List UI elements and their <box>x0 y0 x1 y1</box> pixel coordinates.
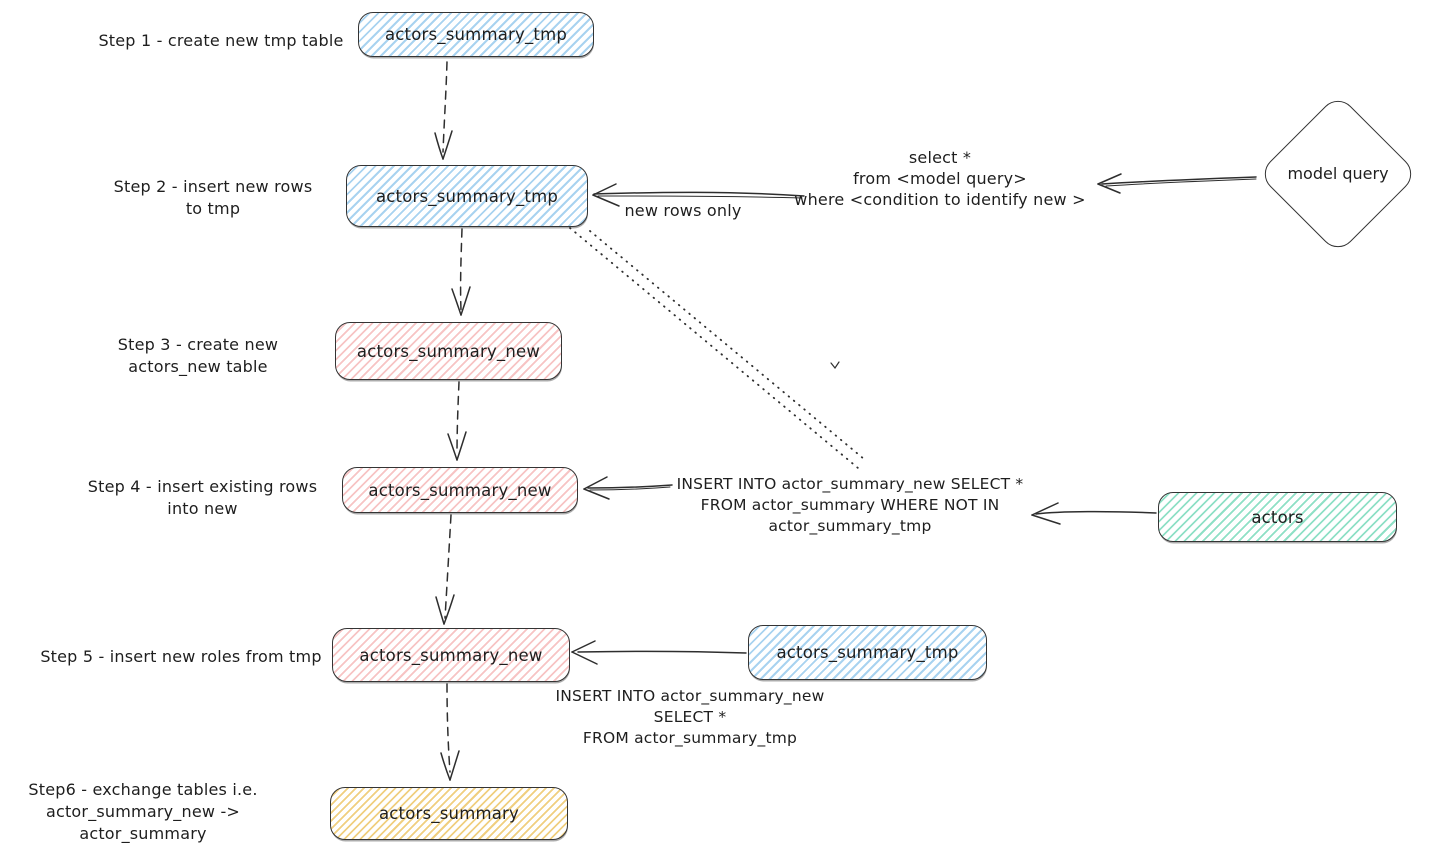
step2-label: Step 2 - insert new rows to tmp <box>113 177 313 218</box>
step5-label: Step 5 - insert new roles from tmp <box>40 647 322 666</box>
dashed-arrow-step5-to-step6 <box>440 683 460 781</box>
node-label: actors_summary_new <box>359 645 543 665</box>
model-query-label: model query <box>1287 164 1389 183</box>
node-actors-summary-tmp-step2: actors_summary_tmp <box>346 165 588 227</box>
node-actors-summary-tmp-step1: actors_summary_tmp <box>358 12 594 57</box>
node-actors-source: actors <box>1158 492 1397 542</box>
node-actors-summary-final: actors_summary <box>330 787 568 840</box>
step3-label: Step 3 - create new actors_new table <box>117 335 279 376</box>
dashed-arrow-step3-to-step4 <box>447 381 467 461</box>
stray-mark <box>830 361 840 370</box>
model-query-sql-text: select * from <model query> where <condi… <box>794 148 1086 209</box>
arrow-actors-to-sql <box>1031 502 1157 525</box>
node-label: actors_summary_tmp <box>776 643 959 662</box>
node-label: actors_summary_new <box>356 341 541 361</box>
insert-from-tmp-sql-text: INSERT INTO actor_summary_new SELECT * F… <box>555 687 825 747</box>
node-actors-summary-tmp-source: actors_summary_tmp <box>748 625 987 680</box>
node-label: actors_summary <box>378 804 520 823</box>
dotted-link-tmp-to-insert-sql <box>569 227 865 469</box>
step4-label: Step 4 - insert existing rows into new <box>87 477 318 518</box>
dashed-arrow-step4-to-step5 <box>435 514 455 625</box>
arrow-tmp-to-new-table <box>571 640 747 665</box>
node-label: actors_summary_tmp <box>384 25 568 44</box>
node-label: actors_summary_new <box>368 480 552 500</box>
node-label: actors_summary_tmp <box>375 186 559 206</box>
step1-label: Step 1 - create new tmp table <box>98 31 344 50</box>
node-label: actors <box>1251 507 1304 527</box>
step6-label: Step6 - exchange tables i.e. actor_summa… <box>28 780 258 843</box>
arrow-sql-to-new-table <box>583 476 673 500</box>
node-actors-summary-new-step5: actors_summary_new <box>332 628 570 682</box>
dashed-arrow-step2-to-step3 <box>451 228 471 316</box>
dashed-arrow-step1-to-step2 <box>434 61 453 160</box>
new-rows-only-label: new rows only <box>624 201 742 220</box>
node-actors-summary-new-step4: actors_summary_new <box>342 467 578 513</box>
node-actors-summary-new-step3: actors_summary_new <box>335 322 562 380</box>
insert-existing-sql-text: INSERT INTO actor_summary_new SELECT * F… <box>676 475 1024 535</box>
